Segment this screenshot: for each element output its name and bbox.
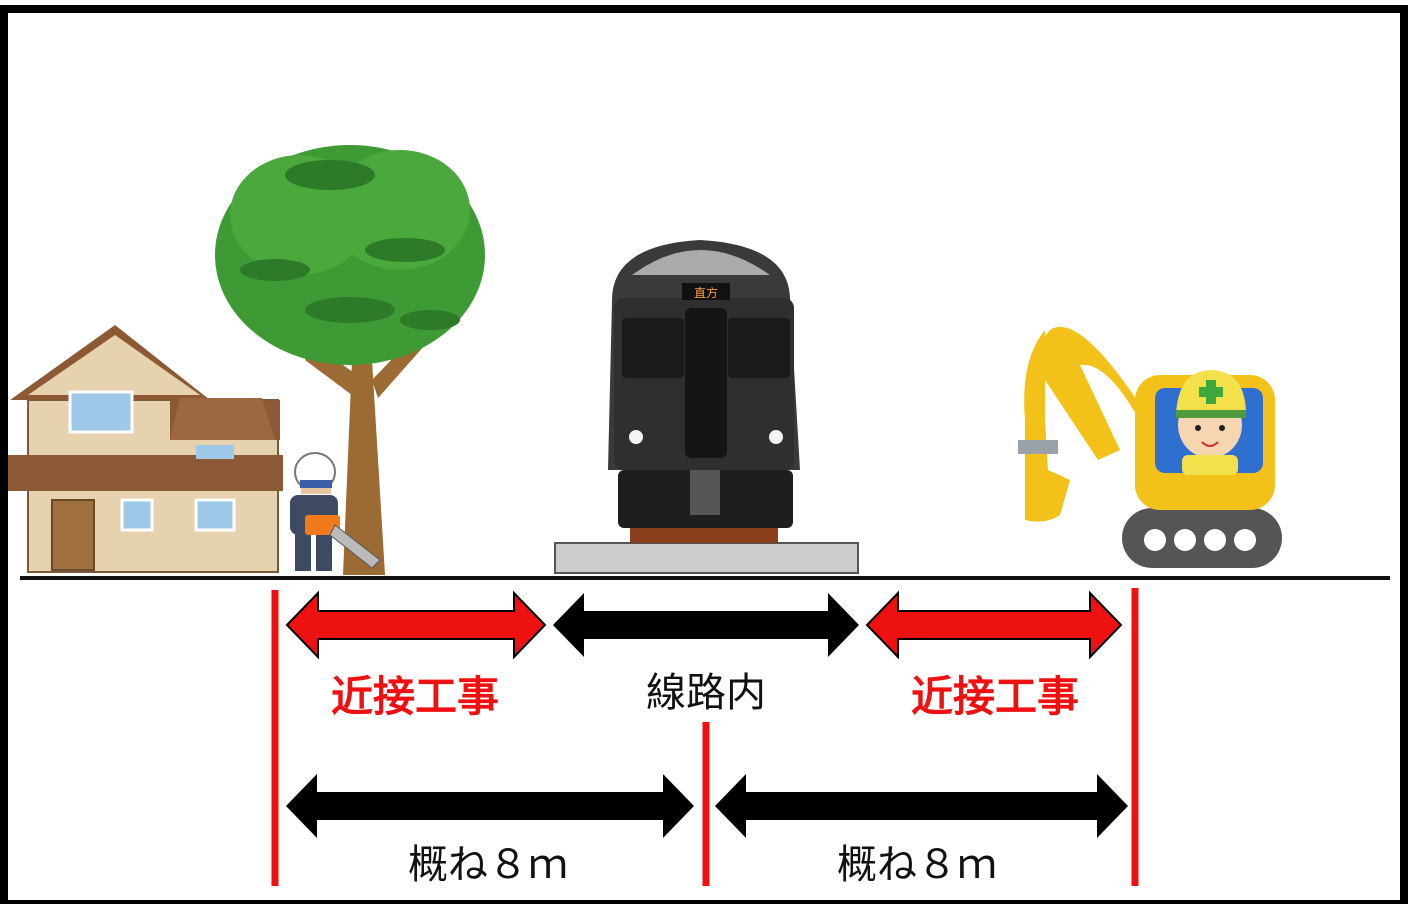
operator-icon	[1176, 370, 1246, 475]
center-zone-label: 線路内	[646, 670, 766, 716]
left-distance-arrow	[286, 774, 694, 838]
right-proximity-arrow	[865, 590, 1123, 660]
left-proximity-arrow	[285, 590, 547, 660]
train-icon: 直方	[554, 240, 859, 574]
right-zone-label: 近接工事	[910, 672, 1080, 721]
tree-icon	[215, 145, 485, 575]
left-distance-label: 概ね８ｍ	[408, 842, 568, 888]
chainsaw-worker-icon	[290, 452, 381, 574]
right-distance-arrow	[715, 774, 1128, 838]
train-destination-sign: 直方	[694, 285, 718, 300]
right-distance-label: 概ね８ｍ	[837, 842, 997, 888]
house-icon	[8, 325, 283, 573]
track-arrow	[553, 593, 859, 657]
excavator-icon	[1018, 326, 1282, 568]
left-zone-label: 近接工事	[330, 672, 500, 721]
